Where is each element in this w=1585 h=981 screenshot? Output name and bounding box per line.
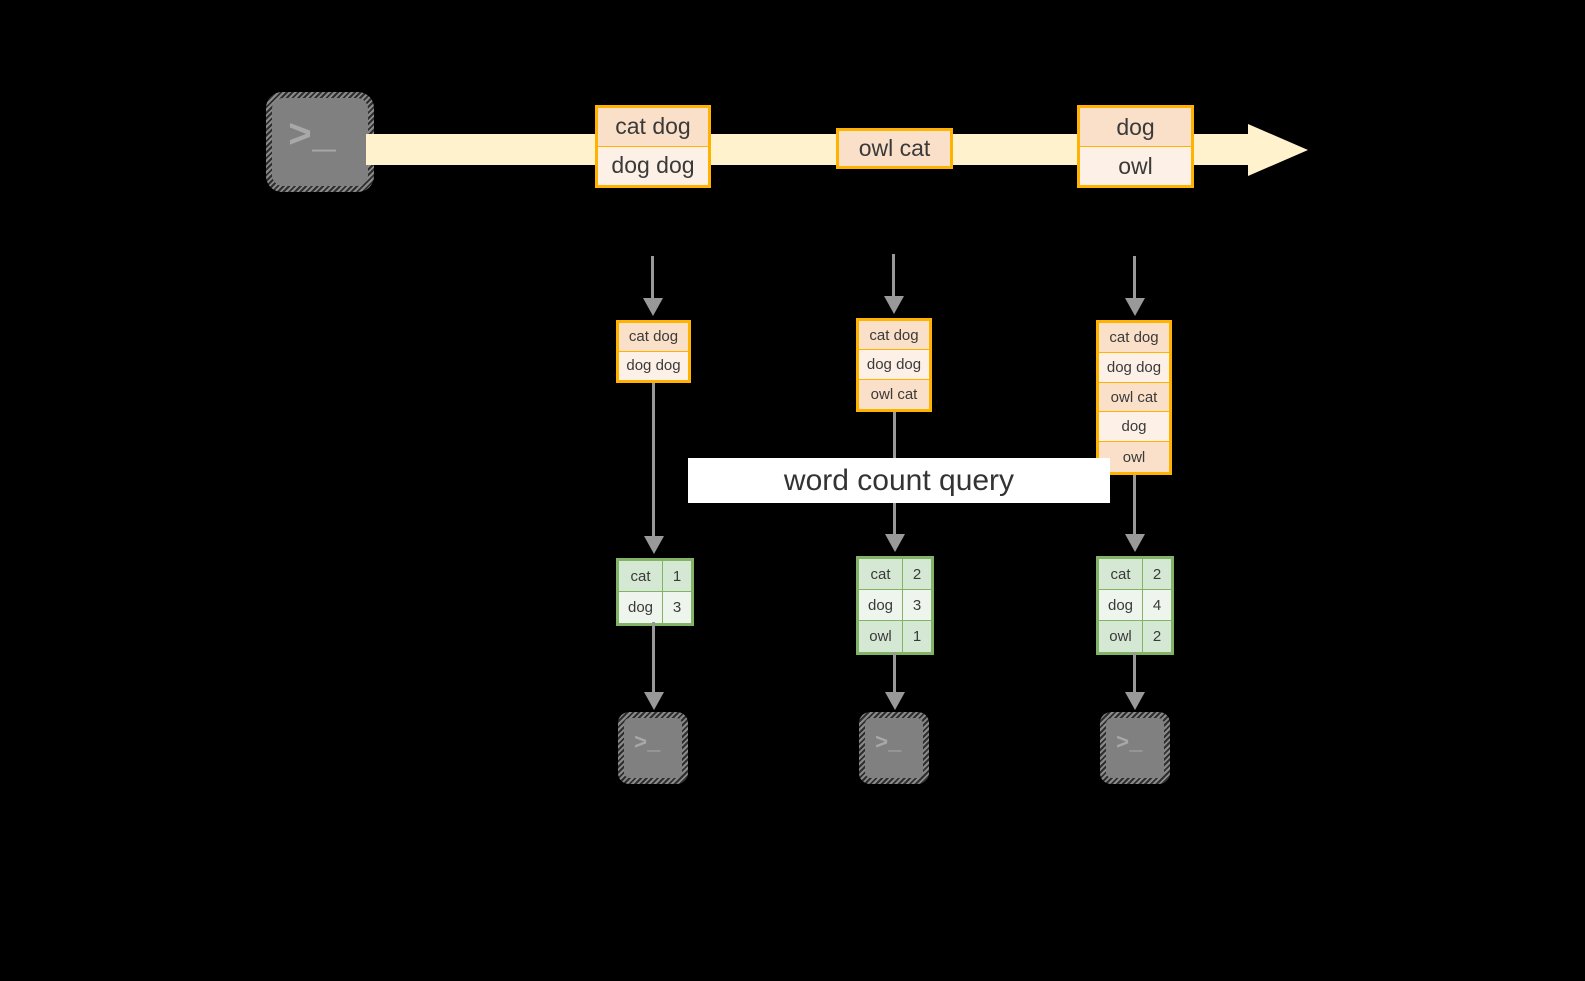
result-value: 1 (663, 561, 691, 591)
table-row: owl 1 (859, 621, 931, 652)
sink-arrowhead-icon-3 (1125, 692, 1145, 710)
state-record: dog dog (859, 350, 929, 380)
table-row: owl 2 (1099, 621, 1171, 652)
result-key: owl (859, 621, 903, 652)
query-connector-3 (1133, 475, 1136, 536)
result-table-2[interactable]: cat 2 dog 3 owl 1 (856, 556, 934, 655)
result-value: 3 (663, 592, 691, 623)
stream-event-box-3[interactable]: dog owl (1077, 105, 1194, 188)
state-record: cat dog (1099, 323, 1169, 353)
terminal-prompt-glyph: >_ (634, 731, 661, 756)
state-box-1[interactable]: cat dog dog dog (616, 320, 691, 383)
state-box-2[interactable]: cat dog dog dog owl cat (856, 318, 932, 412)
result-key: dog (859, 590, 903, 620)
query-arrowhead-icon-2 (885, 534, 905, 552)
table-row: dog 4 (1099, 590, 1171, 621)
snapshot-arrowhead-icon-3 (1125, 298, 1145, 316)
stream-arrowhead-icon (1248, 124, 1308, 176)
stream-event-line: dog dog (598, 146, 708, 185)
sink-arrowhead-icon-2 (885, 692, 905, 710)
query-arrowhead-icon-3 (1125, 534, 1145, 552)
state-record: owl cat (1099, 382, 1169, 413)
sink-terminal-icon-3[interactable]: >_ (1100, 712, 1170, 784)
result-value: 4 (1143, 590, 1171, 620)
state-record: cat dog (619, 323, 688, 352)
stream-event-line: cat dog (598, 108, 708, 147)
result-key: dog (1099, 590, 1143, 620)
sink-connector-1 (652, 622, 655, 694)
snapshot-dashed-connector-2 (892, 254, 895, 298)
result-key: cat (859, 559, 903, 589)
snapshot-arrowhead-icon-1 (643, 298, 663, 316)
state-box-3[interactable]: cat dog dog dog owl cat dog owl (1096, 320, 1172, 475)
stream-event-line: dog (1080, 108, 1191, 147)
stream-event-line: owl cat (839, 131, 950, 166)
sink-terminal-icon-1[interactable]: >_ (618, 712, 688, 784)
state-record: dog (1099, 412, 1169, 443)
result-key: dog (619, 592, 663, 623)
result-value: 3 (903, 590, 931, 620)
table-row: dog 3 (859, 590, 931, 621)
query-connector-1 (652, 383, 655, 538)
result-table-1[interactable]: cat 1 dog 3 (616, 558, 694, 626)
terminal-prompt-glyph: >_ (875, 731, 902, 756)
query-arrowhead-icon-1 (644, 536, 664, 554)
source-terminal-icon[interactable]: >_ (266, 92, 374, 192)
table-row: cat 1 (619, 561, 691, 592)
terminal-screen (865, 718, 923, 778)
terminal-screen (272, 98, 368, 186)
state-record: dog dog (1099, 352, 1169, 383)
state-record: dog dog (619, 351, 688, 380)
result-value: 2 (1143, 559, 1171, 589)
stream-event-box-2[interactable]: owl cat (836, 128, 953, 169)
table-row: cat 2 (859, 559, 931, 590)
result-value: 1 (903, 621, 931, 652)
snapshot-arrowhead-icon-2 (884, 296, 904, 314)
state-record: owl (1099, 442, 1169, 473)
stream-event-box-1[interactable]: cat dog dog dog (595, 105, 711, 188)
result-key: cat (619, 561, 663, 591)
snapshot-dashed-connector-3 (1133, 256, 1136, 300)
result-value: 2 (903, 559, 931, 589)
sink-connector-3 (1133, 652, 1136, 694)
snapshot-dashed-connector-1 (651, 256, 654, 300)
terminal-screen (624, 718, 682, 778)
sink-arrowhead-icon-1 (644, 692, 664, 710)
result-value: 2 (1143, 621, 1171, 652)
sink-terminal-icon-2[interactable]: >_ (859, 712, 929, 784)
terminal-screen (1106, 718, 1164, 778)
terminal-prompt-glyph: >_ (288, 115, 337, 160)
state-record: cat dog (859, 321, 929, 351)
query-label: word count query (688, 458, 1110, 503)
sink-connector-2 (893, 652, 896, 694)
table-row: dog 3 (619, 592, 691, 623)
stream-event-line: owl (1080, 147, 1191, 185)
table-row: cat 2 (1099, 559, 1171, 590)
terminal-prompt-glyph: >_ (1116, 731, 1143, 756)
result-table-3[interactable]: cat 2 dog 4 owl 2 (1096, 556, 1174, 655)
state-record: owl cat (859, 379, 929, 410)
result-key: owl (1099, 621, 1143, 652)
result-key: cat (1099, 559, 1143, 589)
